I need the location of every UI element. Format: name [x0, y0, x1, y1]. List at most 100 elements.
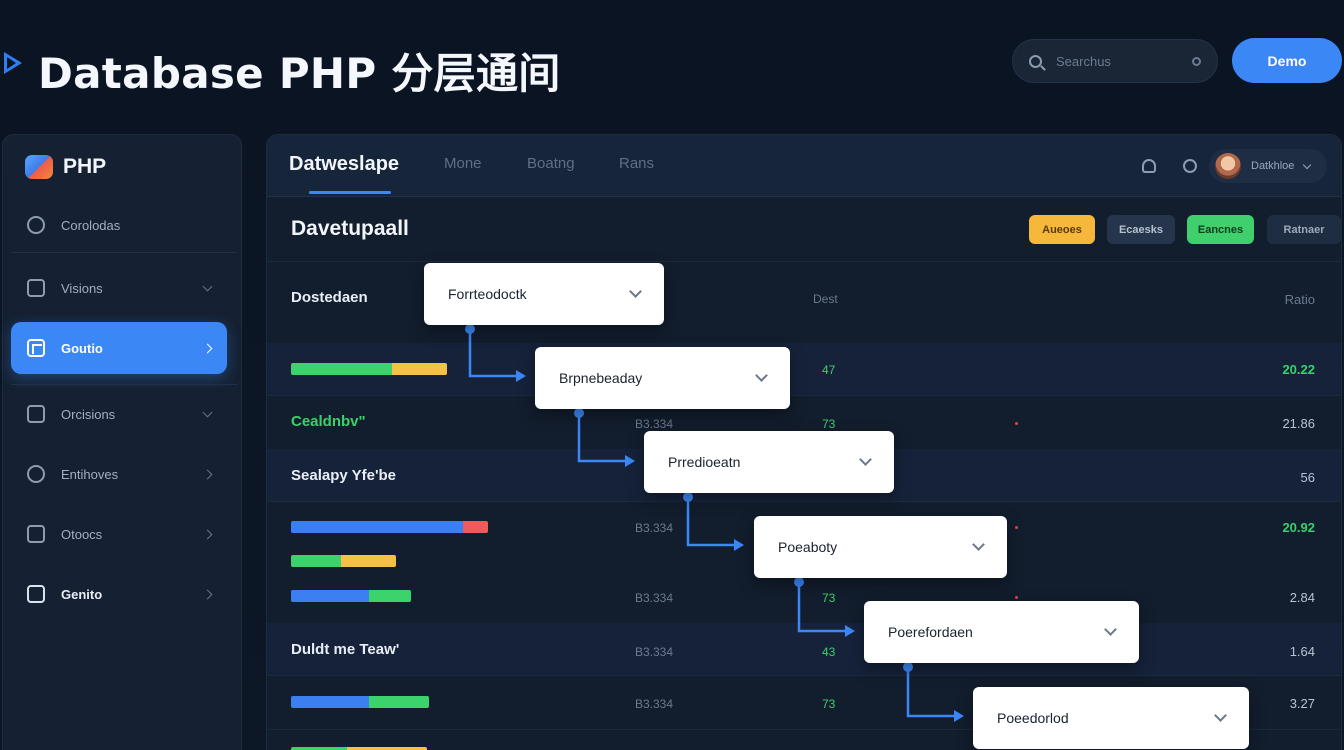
progress-bar: [291, 590, 411, 602]
chevron-down-icon: [1214, 709, 1227, 722]
table-cell: B3.334: [635, 591, 674, 605]
select-value: Forrteodoctk: [448, 286, 527, 302]
sidebar-item-visions[interactable]: Visions: [11, 262, 227, 314]
tab-datweslape[interactable]: Datweslape: [289, 153, 400, 175]
progress-bar: [291, 521, 488, 533]
sidebar-item-label: Visions: [61, 280, 103, 296]
table-cell: 73: [822, 591, 836, 605]
calendar-icon: [27, 405, 45, 423]
select-value: Poeaboty: [778, 539, 838, 555]
table-cell: 21.86: [1282, 416, 1315, 431]
sidebar-item-label: Corolodas: [61, 217, 121, 233]
user-menu[interactable]: Datkhloe: [1209, 149, 1327, 183]
layers-icon: [27, 279, 45, 297]
divider: [267, 675, 1341, 676]
sidebar-item-orcisions[interactable]: Orcisions: [11, 388, 227, 440]
bar-segment: [291, 363, 392, 375]
table-cell: 73: [822, 417, 836, 431]
cascade-select-2[interactable]: Brpnebeaday: [535, 347, 790, 409]
chevron-down-icon: [1303, 160, 1312, 169]
brand-name: PHP: [63, 155, 107, 178]
sidebar-item-entihoves[interactable]: Entihoves: [11, 448, 227, 500]
chevron-right-icon: [202, 529, 213, 539]
bar-segment: [369, 590, 411, 602]
sidebar-item-corolodas[interactable]: Corolodas: [11, 199, 227, 251]
chevron-right-icon: [202, 469, 213, 479]
action-button-green[interactable]: Eancnes: [1187, 215, 1254, 244]
bar-segment: [291, 696, 369, 708]
globe-icon: [27, 465, 45, 483]
action-button-yellow[interactable]: Aueoes: [1029, 215, 1095, 244]
column-header-ratio: Ratio: [1284, 292, 1315, 307]
sidebar-brand[interactable]: PHP: [25, 155, 106, 179]
bar-segment: [291, 521, 463, 533]
bar-segment: [463, 521, 488, 533]
table-cell: B3.334: [635, 645, 674, 659]
divider: [267, 729, 1341, 730]
table-cell: B3.334: [635, 697, 674, 711]
tab-mone[interactable]: Mone: [444, 155, 482, 172]
table-cell: B3.334: [635, 417, 674, 431]
table-cell: 2.84: [1289, 590, 1315, 605]
demo-button[interactable]: Demo: [1232, 38, 1342, 83]
sidebar-item-label: Entihoves: [61, 466, 119, 482]
status-dot: [1015, 422, 1018, 425]
table-row-label: Cealdnbv": [291, 413, 366, 430]
mic-icon[interactable]: [1192, 56, 1201, 66]
play-icon: [4, 52, 22, 74]
chevron-down-icon: [1104, 623, 1117, 636]
cascade-select-6[interactable]: Poeedorlod: [973, 687, 1249, 749]
sidebar-item-genito[interactable]: Genito: [11, 568, 227, 620]
cascade-select-5[interactable]: Poerefordaen: [864, 601, 1139, 663]
chevron-down-icon: [629, 285, 642, 298]
sidebar-item-label: Otoocs: [61, 526, 103, 542]
bar-segment: [392, 363, 447, 375]
cascade-select-3[interactable]: Prredioeatn: [644, 431, 894, 493]
cascade-select-4[interactable]: Poeaboty: [754, 516, 1007, 578]
tab-bar: Datweslape Mone Boatng Rans Datkhloe: [267, 135, 1341, 197]
divider: [11, 384, 237, 385]
bar-segment: [341, 555, 396, 567]
table-cell: 20.22: [1282, 362, 1315, 377]
chart-icon: [27, 339, 45, 357]
divider: [267, 395, 1341, 396]
sidebar-item-goutio[interactable]: Goutio: [11, 322, 227, 374]
divider: [267, 501, 1341, 502]
table-row-label: Sealapy Yfe'be: [291, 467, 397, 484]
table-cell: 43: [822, 645, 836, 659]
bar-segment: [347, 747, 427, 750]
table-cell: B3.334: [635, 521, 674, 535]
logo-icon: [25, 155, 53, 179]
sidebar-item-label: Genito: [61, 586, 103, 602]
chevron-down-icon: [972, 538, 985, 551]
action-button-outline[interactable]: Ratnaer: [1267, 215, 1341, 244]
tab-rans[interactable]: Rans: [619, 155, 655, 172]
column-header-dest: Dest: [813, 292, 838, 306]
chevron-down-icon: [859, 453, 872, 466]
progress-bar: [291, 363, 447, 375]
select-value: Poerefordaen: [888, 624, 973, 640]
search-placeholder: Searchus: [1056, 53, 1111, 69]
table-cell: 20.92: [1282, 520, 1315, 535]
chevron-right-icon: [202, 343, 213, 353]
chevron-down-icon: [202, 281, 213, 291]
action-button-dark[interactable]: Ecaesks: [1107, 215, 1175, 244]
progress-bar-partial: [291, 747, 427, 750]
table-row-band: [267, 623, 1341, 675]
sidebar-item-otoocs[interactable]: Otoocs: [11, 508, 227, 560]
help-icon[interactable]: [1183, 159, 1197, 173]
document-icon: [27, 525, 45, 543]
sidebar-item-label: Goutio: [61, 340, 103, 356]
chevron-down-icon: [755, 369, 768, 382]
folder-icon: [27, 585, 45, 603]
bell-icon[interactable]: [1142, 159, 1156, 173]
bar-segment: [369, 696, 429, 708]
search-input[interactable]: Searchus: [1012, 39, 1218, 83]
cascade-select-1[interactable]: Forrteodoctk: [424, 263, 664, 325]
progress-bar: [291, 696, 429, 708]
chevron-down-icon: [202, 407, 213, 417]
table-cell: 3.27: [1289, 696, 1315, 711]
table-row-label: Duldt me Teaw': [291, 641, 400, 658]
sidebar: PHP Corolodas Visions Goutio Orcisions E…: [2, 134, 242, 750]
tab-boatng[interactable]: Boatng: [527, 155, 575, 172]
